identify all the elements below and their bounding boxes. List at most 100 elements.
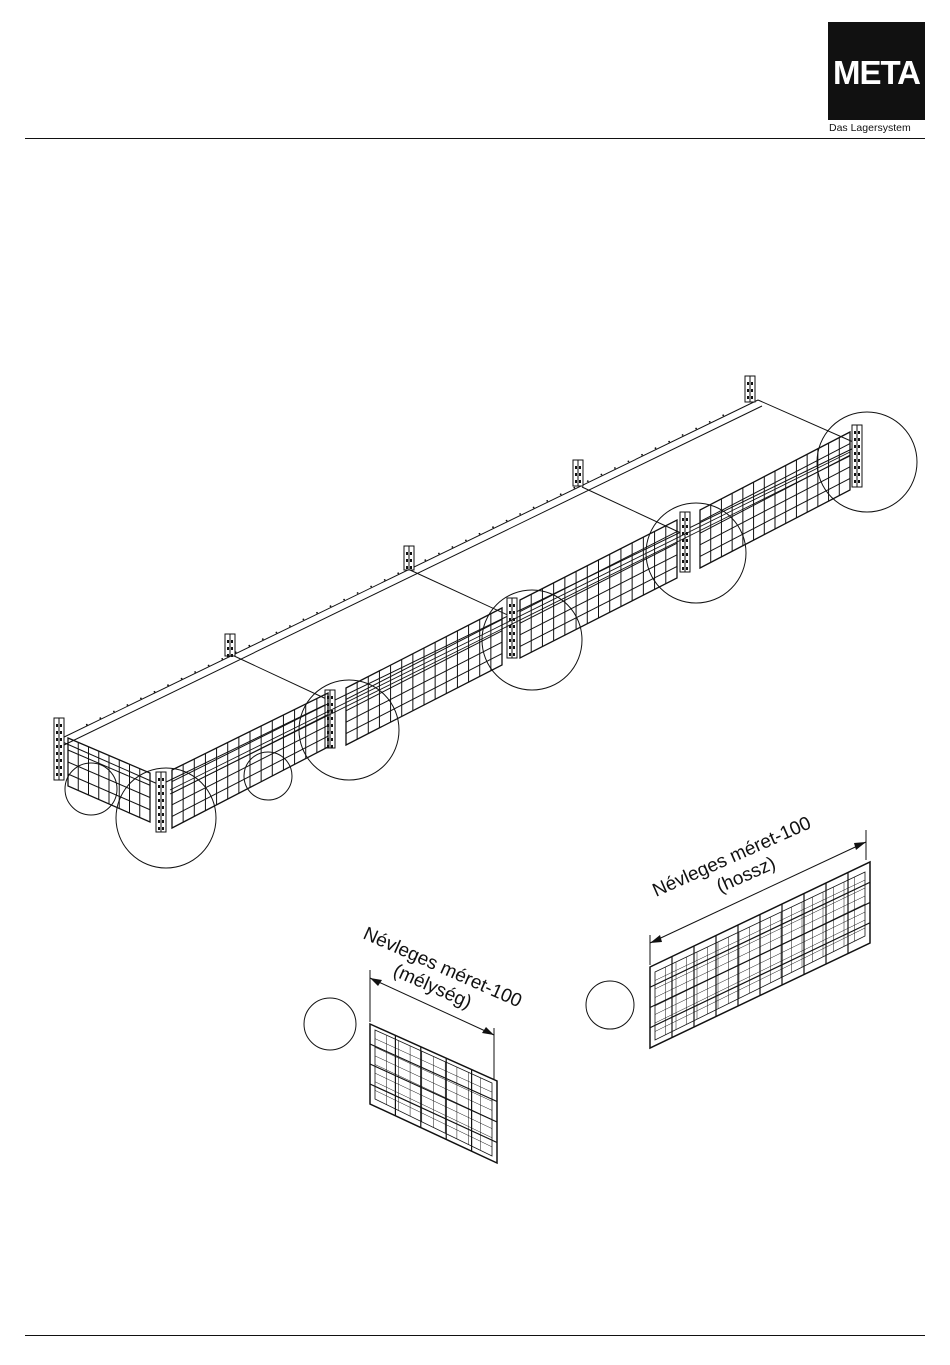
detail-callouts [65, 412, 917, 1050]
upright-back-1-slot [231, 647, 233, 650]
upright-joint-1-slot [331, 731, 333, 734]
deck-seam [582, 487, 683, 534]
beam-hole [357, 592, 359, 594]
upright-front-mid-slot [162, 820, 164, 823]
upright-joint-1 [325, 690, 335, 748]
upright-joint-2-slot [513, 632, 515, 635]
upright-front-right-slot [854, 438, 856, 441]
upright-front-left-slot [60, 731, 62, 734]
upright-front-left-slot [56, 745, 58, 748]
upright-back-2-slot [406, 566, 408, 569]
beam-hole [370, 586, 372, 588]
upright-joint-2-slot [513, 653, 515, 656]
upright-front-right [852, 425, 862, 487]
upright-joint-3-slot [686, 539, 688, 542]
upright-front-mid-slot [158, 813, 160, 816]
upright-front-right-slot [858, 480, 860, 483]
shelf-run [54, 376, 862, 832]
upright-front-left-slot [56, 773, 58, 776]
beam-hole [194, 671, 196, 673]
upright-front-left-slot [56, 738, 58, 741]
beam-hole [655, 447, 657, 449]
upright-front-right-slot [854, 459, 856, 462]
upright-front-mid-slot [162, 827, 164, 830]
depth-panel-reference-circle [304, 998, 356, 1050]
upright-front-mid-slot [158, 799, 160, 802]
beam-hole [424, 559, 426, 561]
upright-joint-2-slot [509, 646, 511, 649]
upright-joint-1-slot [331, 717, 333, 720]
upright-back-1-slot [231, 640, 233, 643]
beam-hole [289, 625, 291, 627]
upright-back-4-slot [751, 382, 753, 385]
beam-hole [384, 579, 386, 581]
length-arrow-right [854, 842, 866, 850]
upright-joint-3-slot [682, 553, 684, 556]
upright-front-left-slot [56, 724, 58, 727]
beam-hole [533, 507, 535, 509]
upright-front-right-slot [858, 431, 860, 434]
upright-joint-2-slot [513, 625, 515, 628]
upright-front-left-slot [60, 745, 62, 748]
upright-front-mid-slot [162, 792, 164, 795]
beam-hole [628, 461, 630, 463]
upright-back-2-slot [410, 559, 412, 562]
beam-hole [113, 711, 115, 713]
upright-front-right-slot [858, 473, 860, 476]
detail-callout-circle [817, 412, 917, 512]
upright-front-left [54, 718, 64, 780]
beam-hole [479, 533, 481, 535]
beam-hole [682, 434, 684, 436]
beam-hole [641, 454, 643, 456]
upright-joint-1-slot [331, 710, 333, 713]
upright-front-right-slot [854, 445, 856, 448]
detail-callout-circle [299, 680, 399, 780]
upright-front-right-slot [854, 452, 856, 455]
upright-front-left-slot [56, 731, 58, 734]
upright-joint-3-slot [682, 560, 684, 563]
upright-front-left-slot [60, 759, 62, 762]
upright-back-2-slot [410, 552, 412, 555]
upright-front-right-slot [858, 466, 860, 469]
upright-joint-2-slot [509, 604, 511, 607]
beam-hole [519, 513, 521, 515]
upright-front-left-slot [60, 752, 62, 755]
upright-front-mid-slot [162, 778, 164, 781]
upright-joint-1-slot [331, 745, 333, 748]
beam-hole [330, 605, 332, 607]
upright-back-3 [573, 460, 583, 486]
beam-hole [303, 619, 305, 621]
upright-front-left-slot [56, 766, 58, 769]
beam-hole [601, 474, 603, 476]
front-rail [170, 452, 850, 790]
mesh-panels [68, 432, 850, 828]
upright-back-4-slot [747, 389, 749, 392]
depth-arrow-left [370, 978, 382, 986]
upright-joint-3-slot [682, 567, 684, 570]
upright-back-3-slot [579, 473, 581, 476]
upright-front-right-slot [854, 480, 856, 483]
upright-front-left-slot [60, 766, 62, 769]
beam-hole [221, 658, 223, 660]
beam-hole [181, 678, 183, 680]
upright-joint-1-slot [331, 724, 333, 727]
upright-front-mid-slot [158, 792, 160, 795]
upright-front-mid-slot [158, 785, 160, 788]
deck-seam [232, 655, 335, 703]
upright-back-3-slot [575, 466, 577, 469]
upright-back-2-slot [406, 559, 408, 562]
upright-front-left-slot [60, 738, 62, 741]
upright-joint-1-slot [331, 696, 333, 699]
upright-joint-2-slot [509, 653, 511, 656]
beam-hole [587, 480, 589, 482]
detail-callout-circle [646, 503, 746, 603]
beam-hole [397, 572, 399, 574]
beam-hole [86, 724, 88, 726]
front-mesh-3 [520, 520, 677, 658]
upright-front-right-slot [854, 473, 856, 476]
beam-hole [99, 717, 101, 719]
beam-hole [465, 540, 467, 542]
upright-front-left-slot [56, 759, 58, 762]
depth-arrow-right [482, 1027, 494, 1035]
